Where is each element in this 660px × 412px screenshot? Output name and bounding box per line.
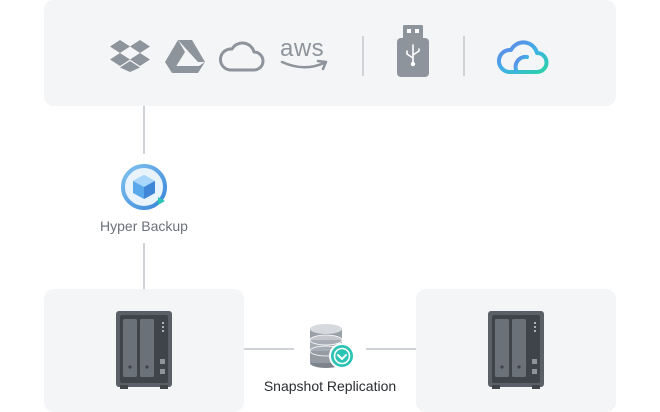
divider bbox=[463, 36, 465, 76]
connector-line bbox=[244, 348, 294, 350]
aws-logo-icon: aws bbox=[280, 35, 332, 74]
divider bbox=[362, 36, 364, 76]
c2-cloud-icon bbox=[496, 39, 549, 77]
hyper-backup-label: Hyper Backup bbox=[100, 218, 188, 234]
cloud-outline-icon bbox=[218, 40, 265, 72]
aws-logo-text: aws bbox=[280, 35, 325, 62]
snapshot-replication-label: Snapshot Replication bbox=[263, 378, 397, 394]
usb-drive-icon bbox=[397, 25, 429, 77]
nas-device-icon bbox=[116, 311, 172, 389]
google-drive-icon bbox=[165, 40, 205, 73]
snapshot-replication-icon bbox=[308, 324, 356, 371]
connector-line bbox=[143, 106, 145, 154]
nas-device-icon bbox=[488, 311, 544, 389]
hyper-backup-icon bbox=[121, 164, 167, 210]
connector-line bbox=[143, 243, 145, 289]
dropbox-icon bbox=[110, 40, 150, 72]
backup-destinations-panel bbox=[44, 0, 616, 106]
connector-line bbox=[366, 348, 416, 350]
